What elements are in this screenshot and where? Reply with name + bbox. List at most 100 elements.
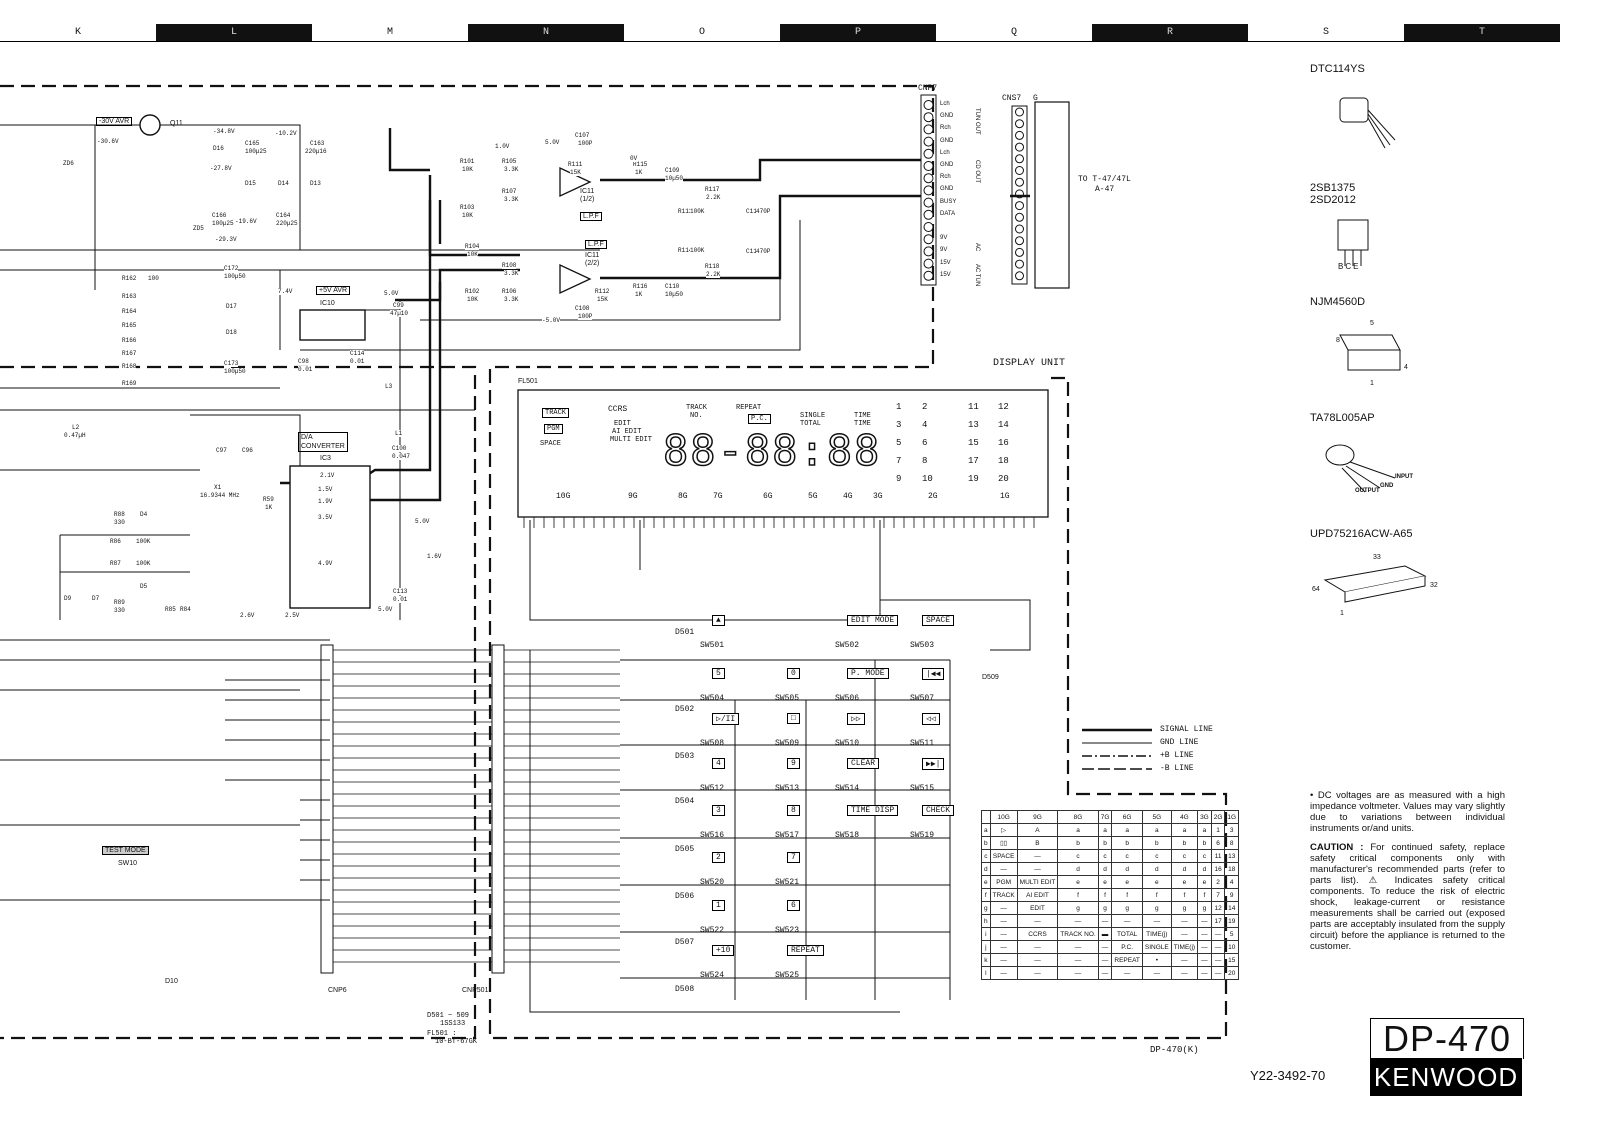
switch-sw512: SW512 [700,784,725,793]
ta78-output: OUTPUT [1355,488,1380,494]
component-value-r88v: 330 [114,519,125,526]
cnp7-pin [923,124,934,135]
component-value-r118: R118 [705,263,720,270]
seg-table-cell: e [1197,875,1212,889]
cns7-pin [1015,142,1024,152]
component-value-v8: 1.5V [318,486,333,493]
seg-table-cell: e [1057,875,1099,889]
seg-table-cell: 18 [1224,862,1240,876]
component-value-r104v: 10K [467,251,478,258]
component-value-c112: C112 [746,248,761,255]
seg-table-cell: b [1197,836,1212,850]
component-value-c111v: 470P [756,208,771,215]
notes-block: • DC voltages are as measured with a hig… [1310,790,1505,960]
component-value-d15: D15 [245,180,256,187]
diode-note-2: 1SS133 [440,1020,466,1028]
seg-table-cell: — [1197,940,1212,954]
fip-grid-label: 6G [763,492,773,501]
component-value-v_19: -19.6V [235,218,257,225]
component-value-v14: 5.0V [378,606,393,613]
seg-table-cell: — [1097,914,1113,928]
grid-column-q: Q [1010,27,1017,38]
seg-table-cell: 3 [1224,823,1240,837]
fip-grid-number: 9 [896,474,902,484]
seg-table-header: 9G [1016,810,1059,824]
cnp7-pin [923,234,934,245]
cnp7-pin-label: GND [940,186,954,193]
key-label-sw519: CHECK [922,805,955,816]
component-value-d17: D17 [226,303,237,310]
cnp7-pin [923,161,934,171]
component-value-c110v: 10µ50 [665,291,684,298]
component-value-r87: R87 [110,560,121,567]
seg-table-cell: — [989,953,1018,967]
component-value-c107: C107 [575,132,590,139]
brand-logo: KENWOOD [1370,1058,1522,1096]
cns7-pin [1015,224,1024,234]
fip-grid-label: 8G [678,492,688,501]
seg-table-header [981,810,991,824]
cnp7-connector [920,94,937,286]
sw10-label: SW10 [118,860,138,867]
seg-table-cell: f [1057,888,1099,902]
seg-table-cell: b [1111,836,1143,850]
cns7-pin [1015,236,1024,246]
component-value-v_29: -29.3V [215,236,237,243]
component-value-c114: C114 [350,350,365,357]
component-value-v4: -5.0V [542,317,561,324]
key-label-sw509: □ [787,713,800,724]
component-value-c97: C97 [216,447,227,454]
cnp7-pin [923,258,934,269]
tun-out-label: TUN OUT [974,108,980,135]
caution-title: CAUTION : [1310,842,1364,853]
fip-content: TRACK PGM SPACE CCRS EDIT AI EDIT MULTI … [518,390,1048,517]
lower-board-outline [0,365,477,1040]
ic10-label: IC10 [320,300,335,307]
part-njm4560d: NJM4560D [1310,296,1366,308]
key-label-sw502: EDIT MODE [847,615,899,626]
grid-column-o: O [698,27,705,38]
component-value-d7: D7 [92,595,100,602]
switch-sw511: SW511 [910,739,935,748]
component-value-r169: R169 [122,380,137,387]
key-label-sw505: 0 [787,668,800,679]
seg-table-cell: — [1057,940,1099,954]
seg-table-cell: 12 [1210,901,1226,915]
legend-item: GND LINE [1160,738,1199,747]
cnp7-pin [923,222,934,232]
ac-label: AC [974,243,980,252]
key-label-sw518: TIME DISP [847,805,899,816]
legend-lines [1082,728,1152,770]
seg-table-cell: ▷ [989,823,1018,837]
seg-table-cell: a [1141,823,1172,837]
seg-table-header: 3G [1197,810,1212,824]
component-value-c164: C164 [276,212,291,219]
seg-table-cell: 1 [1210,823,1226,837]
component-value-r59: R59 [263,496,274,503]
ic11a-label-2: (1/2) [580,196,595,203]
component-value-r86v: 100K [136,538,151,545]
component-value-c113: C113 [393,588,408,595]
seg-table-cell: h [981,914,991,928]
fip-grid-number: 12 [998,402,1009,412]
part-2sb-pins: BCE [1338,262,1361,271]
component-value-l1: L1 [395,430,403,437]
seg-table-cell: • [1141,953,1172,967]
component-value-r106v: 3.3K [504,296,519,303]
part-illustrations [1323,97,1427,603]
fip-grid-number: 1 [896,402,902,412]
grid-column-k: K [74,27,81,38]
fl501-note-2: 10-BT-67GK [435,1038,478,1046]
seg-table-cell: f [1170,888,1199,902]
switch-sw522: SW522 [700,926,725,935]
component-value-x1: X1 [214,484,222,491]
component-value-c172v: 100µ50 [224,273,246,280]
key-label-sw508: ▷/II [712,713,740,725]
ic3-label: IC3 [320,455,331,462]
seg-table-header: 5G [1141,810,1172,824]
seg-table-cell: l [981,966,991,980]
seg-table-cell: e [1141,875,1172,889]
fip-track-no-2: NO. [690,412,703,420]
